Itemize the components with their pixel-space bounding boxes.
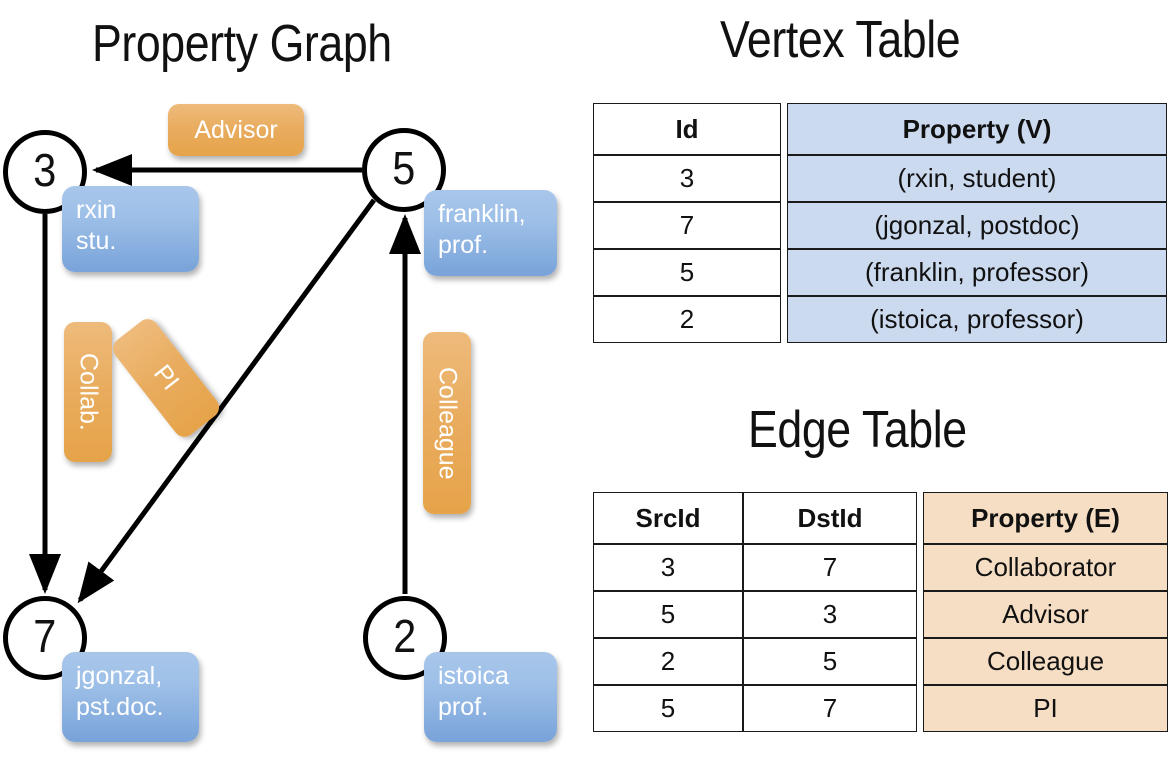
vertex-node-3-label: 3: [33, 144, 57, 196]
vertex-table-cell-property: (jgonzal, postdoc): [787, 202, 1167, 249]
vertex-property-bubble-3-line1: rxin: [76, 196, 117, 224]
vertex-table-header-id: Id: [593, 103, 781, 155]
table-row: 5 3 Advisor: [593, 591, 1168, 638]
vertex-table-column-separator: [781, 249, 787, 296]
vertex-table-column-separator: [781, 155, 787, 202]
edge-table-cell-dstid: 5: [743, 638, 917, 685]
vertex-table-cell-property: (istoica, professor): [787, 296, 1167, 343]
vertex-table-cell-id: 3: [593, 155, 781, 202]
vertex-property-bubble-3-line2: stu.: [76, 226, 117, 255]
edge-table-cell-srcid: 2: [593, 638, 743, 685]
table-row: 5 (franklin, professor): [593, 249, 1167, 296]
table-row: 7 (jgonzal, postdoc): [593, 202, 1167, 249]
vertex-table: Id Property (V) 3 (rxin, student) 7 (jgo…: [593, 103, 1167, 343]
table-row: 3 7 Collaborator: [593, 544, 1168, 591]
vertex-property-bubble-2: istoica prof.: [424, 652, 557, 742]
table-row: 5 7 PI: [593, 685, 1168, 732]
edge-table: SrcId DstId Property (E) 3 7 Collaborato…: [593, 492, 1168, 732]
edge-label-collab: Collab.: [64, 322, 112, 462]
vertex-table-column-separator: [781, 202, 787, 249]
edge-table-header-row: SrcId DstId Property (E): [593, 492, 1168, 544]
vertex-property-bubble-5: franklin, prof.: [424, 190, 557, 276]
vertex-table-cell-id: 7: [593, 202, 781, 249]
vertex-property-bubble-2-line2: prof.: [438, 692, 489, 721]
graph-edge-lines: [29, 154, 421, 604]
edge-table-cell-dstid: 7: [743, 544, 917, 591]
page-title-property-graph: Property Graph: [92, 15, 392, 73]
page-title-edge-table: Edge Table: [748, 401, 967, 459]
vertex-table-cell-property: (rxin, student): [787, 155, 1167, 202]
edge-table-column-separator: [917, 544, 923, 591]
vertex-table-cell-property: (franklin, professor): [787, 249, 1167, 296]
edge-table-header-srcid: SrcId: [593, 492, 743, 544]
edge-table-cell-srcid: 5: [593, 591, 743, 638]
vertex-table-cell-id: 5: [593, 249, 781, 296]
edge-table-cell-property: PI: [923, 685, 1168, 732]
vertex-table-header-row: Id Property (V): [593, 103, 1167, 155]
edge-label-advisor: Advisor: [168, 104, 304, 156]
edge-table-column-separator: [917, 591, 923, 638]
edge-table-column-separator: [917, 492, 923, 544]
table-row: 2 5 Colleague: [593, 638, 1168, 685]
vertex-property-bubble-2-line1: istoica: [438, 662, 509, 690]
vertex-property-bubble-3: rxin stu.: [62, 186, 199, 272]
property-graph-diagram: 3 5 7 2 rxin stu. franklin, prof. jgonza…: [3, 104, 557, 742]
edge-table-header-property: Property (E): [923, 492, 1168, 544]
vertex-node-5-label: 5: [392, 142, 416, 194]
vertex-property-bubble-7: jgonzal, pst.doc.: [62, 652, 199, 742]
edge-table-column-separator: [917, 638, 923, 685]
edge-table-column-separator: [917, 685, 923, 732]
edge-table-cell-property: Advisor: [923, 591, 1168, 638]
edge-table-cell-dstid: 7: [743, 685, 917, 732]
vertex-node-7-label: 7: [33, 610, 57, 662]
edge-table-cell-srcid: 5: [593, 685, 743, 732]
vertex-node-2-label: 2: [393, 610, 417, 662]
table-row: 3 (rxin, student): [593, 155, 1167, 202]
vertex-table-cell-id: 2: [593, 296, 781, 343]
vertex-node-5[interactable]: 5: [362, 128, 446, 212]
table-row: 2 (istoica, professor): [593, 296, 1167, 343]
edge-label-colleague: Colleague: [423, 332, 471, 514]
edge-table-cell-property: Collaborator: [923, 544, 1168, 591]
edge-table-cell-property: Colleague: [923, 638, 1168, 685]
edge-table-header-dstid: DstId: [743, 492, 917, 544]
vertex-property-bubble-7-line2: pst.doc.: [76, 692, 164, 721]
vertex-property-bubble-5-line2: prof.: [438, 230, 489, 259]
edge-table-cell-dstid: 3: [743, 591, 917, 638]
page-title-vertex-table: Vertex Table: [720, 11, 961, 69]
vertex-table-column-separator: [781, 296, 787, 343]
vertex-table-column-separator: [781, 103, 787, 155]
vertex-table-header-property: Property (V): [787, 103, 1167, 155]
edge-table-cell-srcid: 3: [593, 544, 743, 591]
edge-line-5-to-7: [77, 198, 377, 604]
vertex-property-bubble-5-line1: franklin,: [438, 200, 526, 228]
vertex-property-bubble-7-line1: jgonzal,: [76, 662, 163, 690]
vertex-node-2[interactable]: 2: [363, 596, 447, 680]
